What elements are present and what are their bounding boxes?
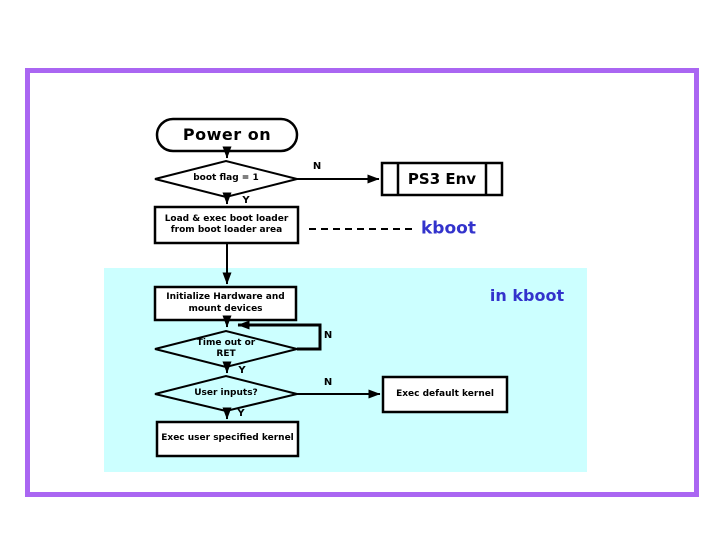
in-kboot-annotation: in kboot [489, 286, 565, 305]
ps3-env-label: PS3 Env [407, 169, 477, 188]
exec-default-label: Exec default kernel [396, 388, 494, 399]
init-hardware-line1: Initialize Hardware and [166, 292, 285, 303]
exec-default-box [381, 375, 509, 414]
load-boot-loader-line1: Load & exec boot loader [164, 213, 289, 224]
load-boot-loader-label: Load & exec boot loader from boot loader… [155, 207, 298, 243]
user-inputs-label: User inputs? [194, 388, 258, 399]
timeout-n-loop [237, 320, 322, 351]
init-hardware-line2: mount devices [188, 303, 263, 314]
timeout-line2: RET [216, 349, 236, 359]
outer-frame [25, 68, 699, 497]
boot-flag-n-label: N [312, 160, 322, 172]
load-boot-loader-line2: from boot loader area [170, 225, 283, 235]
timeout-y-label: Y [238, 364, 246, 376]
timeout-line1: Time out or [196, 337, 256, 348]
ps3-env-process [380, 161, 504, 197]
kboot-annotation: kboot [421, 218, 476, 239]
timeout-n-label: N [323, 329, 333, 341]
init-hardware-label: Initialize Hardware and mount devices [155, 287, 296, 320]
user-inputs-y-label: Y [237, 407, 245, 419]
init-hardware-box [153, 285, 298, 322]
boot-flag-y-label: Y [242, 194, 250, 206]
exec-user-box [155, 420, 300, 458]
user-inputs-n-label: N [323, 376, 333, 388]
exec-user-label: Exec user specified kernel [161, 433, 294, 444]
boot-flag-label: boot flag = 1 [193, 173, 259, 184]
power-on-label: Power on [182, 124, 272, 144]
timeout-label: Time out or RET [155, 331, 297, 367]
